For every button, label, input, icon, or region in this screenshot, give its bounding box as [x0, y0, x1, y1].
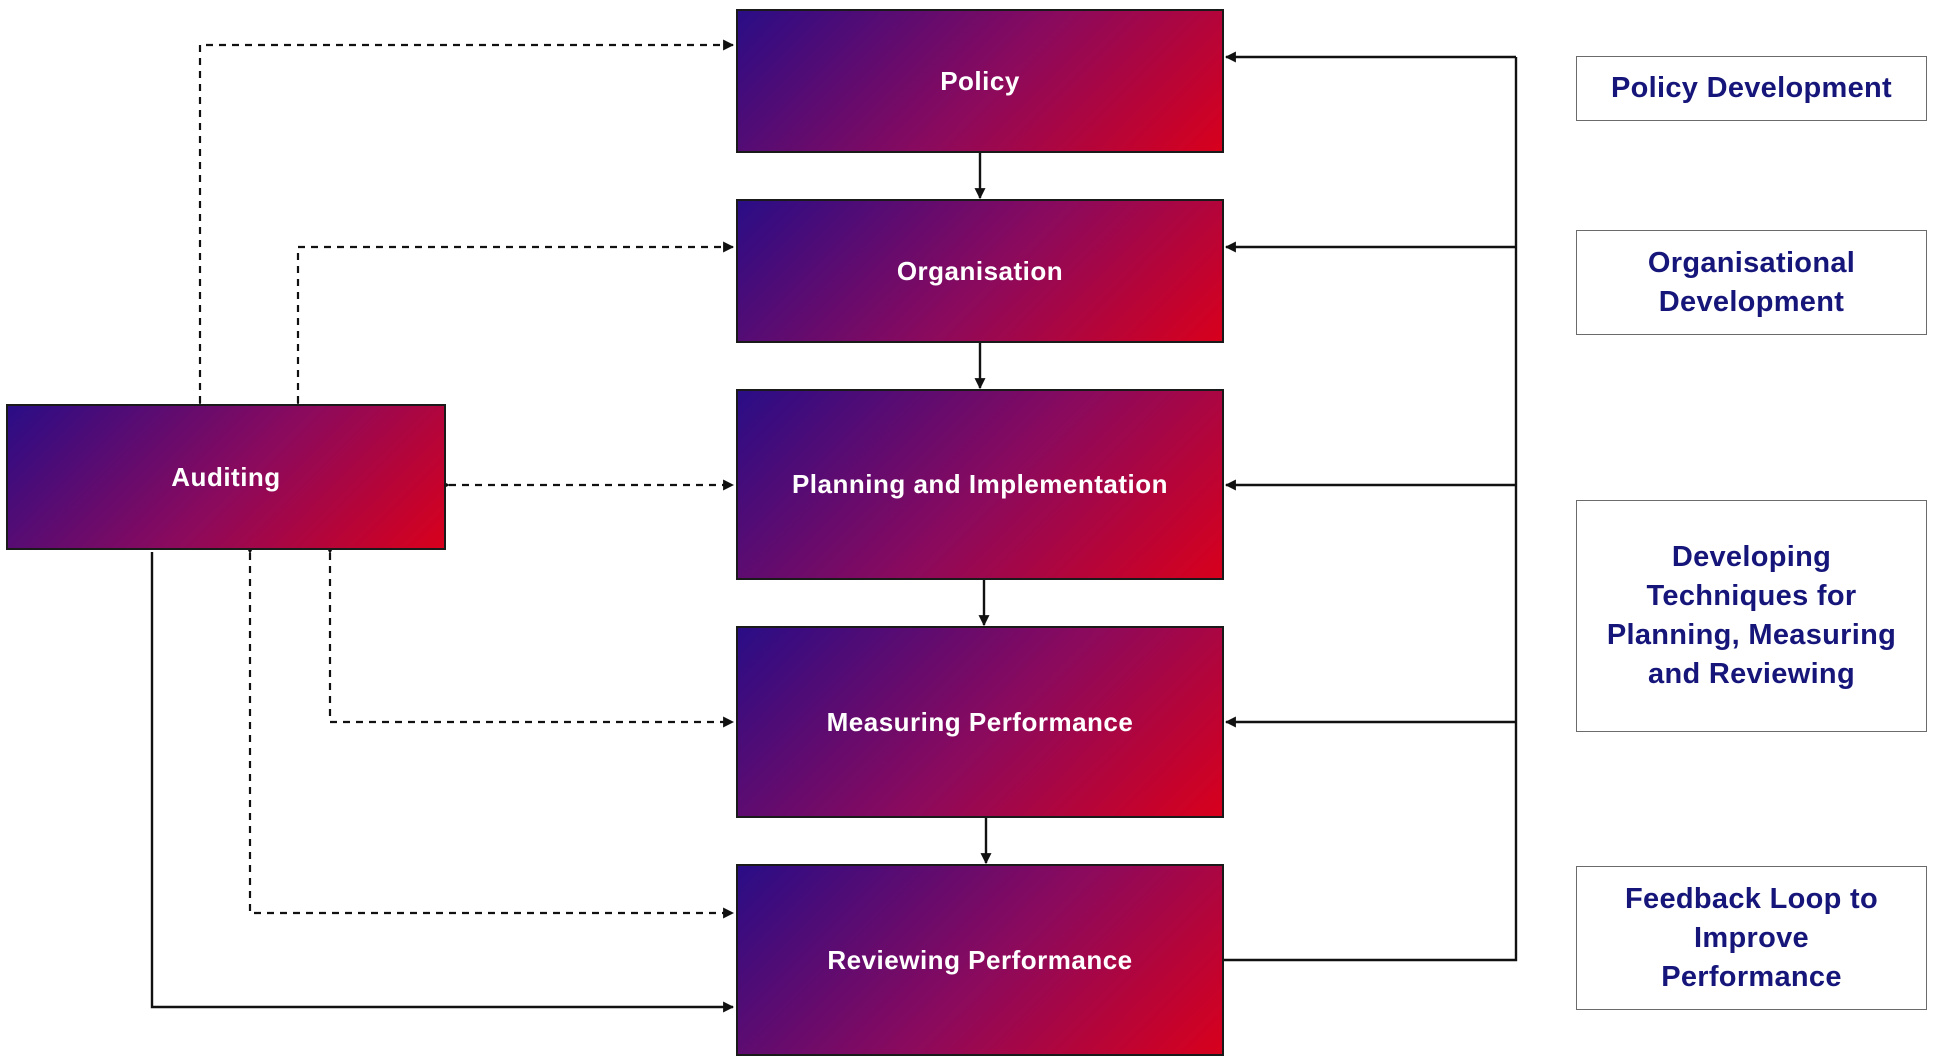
audit-to-reviewing-arrow	[150, 552, 735, 1013]
note-developing-techniques: Developing Techniques for Planning, Meas…	[1576, 500, 1927, 732]
note-organisational-development-text: Organisational Development	[1647, 246, 1856, 318]
note-developing-techniques-text: Developing Techniques for Planning, Meas…	[1606, 541, 1897, 690]
audit-link-reviewing	[244, 543, 735, 919]
reviewing-box: Reviewing Performance	[736, 864, 1224, 1056]
note-policy-development-text: Policy Development	[1611, 72, 1892, 104]
auditing-links	[194, 39, 735, 919]
planning-label: Planning and Implementation	[791, 469, 1169, 499]
planning-box: Planning and Implementation	[736, 389, 1224, 580]
measuring-box: Measuring Performance	[736, 626, 1224, 818]
note-organisational-development: Organisational Development	[1576, 230, 1927, 335]
feedback-loop	[1224, 51, 1518, 962]
audit-link-measuring	[324, 543, 735, 728]
auditing-label: Auditing	[171, 461, 281, 492]
organisation-box: Organisation	[736, 199, 1224, 343]
note-feedback-loop-text: Feedback Loop to Improve Performance	[1625, 882, 1878, 993]
note-policy-development: Policy Development	[1576, 56, 1927, 121]
measuring-label: Measuring Performance	[826, 706, 1134, 737]
audit-link-organisation	[292, 241, 735, 413]
flow-arrows	[974, 153, 992, 865]
auditing-box: Auditing	[6, 404, 446, 550]
reviewing-label: Reviewing Performance	[827, 944, 1133, 975]
feedback-loop-trunk	[1224, 57, 1518, 962]
note-feedback-loop: Feedback Loop to Improve Performance	[1576, 866, 1927, 1010]
policy-label: Policy	[940, 65, 1020, 96]
audit-link-policy	[194, 39, 735, 413]
organisation-label: Organisation	[896, 255, 1064, 286]
policy-box: Policy	[736, 9, 1224, 153]
